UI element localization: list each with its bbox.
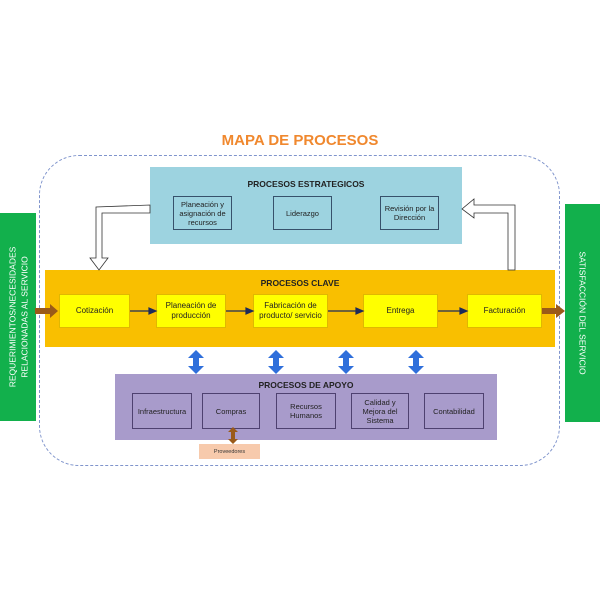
key-item-cotizacion: Cotización <box>59 294 130 328</box>
strategic-item-label: Revisión por la Dirección <box>384 204 435 222</box>
double-arrow-4 <box>408 350 424 374</box>
key-item-label: Entrega <box>386 306 415 315</box>
key-item-label: Planeación de producción <box>165 301 217 320</box>
double-arrow-2 <box>268 350 284 374</box>
strategic-item-revision: Revisión por la Dirección <box>380 196 439 230</box>
key-to-strategic-right-arrow <box>461 198 516 271</box>
key-processes-panel: PROCESOS CLAVE Cotización Planeación de … <box>45 270 555 347</box>
support-item-calidad: Calidad y Mejora del Sistema <box>351 393 409 429</box>
key-item-label: Facturación <box>483 306 526 315</box>
output-satisfaction-box: SATISFACCIÓN DEL SERVICIO <box>565 204 600 422</box>
key-item-entrega: Entrega <box>363 294 438 328</box>
strategic-to-key-left-arrow <box>89 204 151 271</box>
strategic-panel-title: PROCESOS ESTRATEGICOS <box>247 179 365 189</box>
key-item-facturacion: Facturación <box>467 294 542 328</box>
strategic-item-planeacion: Planeación y asignación de recursos <box>173 196 232 230</box>
support-item-contabilidad: Contabilidad <box>424 393 484 429</box>
chain-arrowhead-1 <box>148 307 158 315</box>
key-panel-title: PROCESOS CLAVE <box>260 278 340 288</box>
support-item-infraestructura: Infraestructura <box>132 393 192 429</box>
input-requirements-box: REQUERIMIENTOS/NECESIDADES RELACIONADAS … <box>0 213 36 421</box>
suppliers-box: Proveedores <box>199 444 260 459</box>
support-item-label: Infraestructura <box>137 406 187 416</box>
support-item-label: Recursos Humanos <box>289 402 323 420</box>
chain-arrowhead-3 <box>355 307 365 315</box>
chain-arrowhead-2 <box>245 307 255 315</box>
strategic-processes-panel: PROCESOS ESTRATEGICOS Planeación y asign… <box>150 167 462 244</box>
input-flow-arrow <box>35 304 58 318</box>
support-item-label: Contabilidad <box>433 406 475 416</box>
key-item-fabricacion: Fabricación de producto/ servicio <box>253 294 328 328</box>
strategic-item-label: Liderazgo <box>286 208 319 218</box>
double-arrow-1 <box>188 350 204 374</box>
support-processes-panel: PROCESOS DE APOYO Infraestructura Compra… <box>115 374 497 440</box>
key-item-label: Fabricación de producto/ servicio <box>259 301 322 320</box>
support-item-compras: Compras <box>202 393 260 429</box>
suppliers-double-arrow <box>228 427 238 444</box>
strategic-item-label: Planeación y asignación de recursos <box>179 199 226 227</box>
support-panel-title: PROCESOS DE APOYO <box>258 380 354 390</box>
chain-arrowhead-4 <box>459 307 469 315</box>
key-item-label: Cotización <box>75 306 114 315</box>
strategic-item-liderazgo: Liderazgo <box>273 196 332 230</box>
support-item-recursos-humanos: Recursos Humanos <box>276 393 336 429</box>
support-item-label: Calidad y Mejora del Sistema <box>362 397 398 425</box>
support-item-label: Compras <box>215 406 247 416</box>
key-item-planeacion-produccion: Planeación de producción <box>156 294 226 328</box>
diagram-title: MAPA DE PROCESOS <box>221 132 379 149</box>
double-arrow-3 <box>338 350 354 374</box>
output-flow-arrow <box>542 304 565 318</box>
